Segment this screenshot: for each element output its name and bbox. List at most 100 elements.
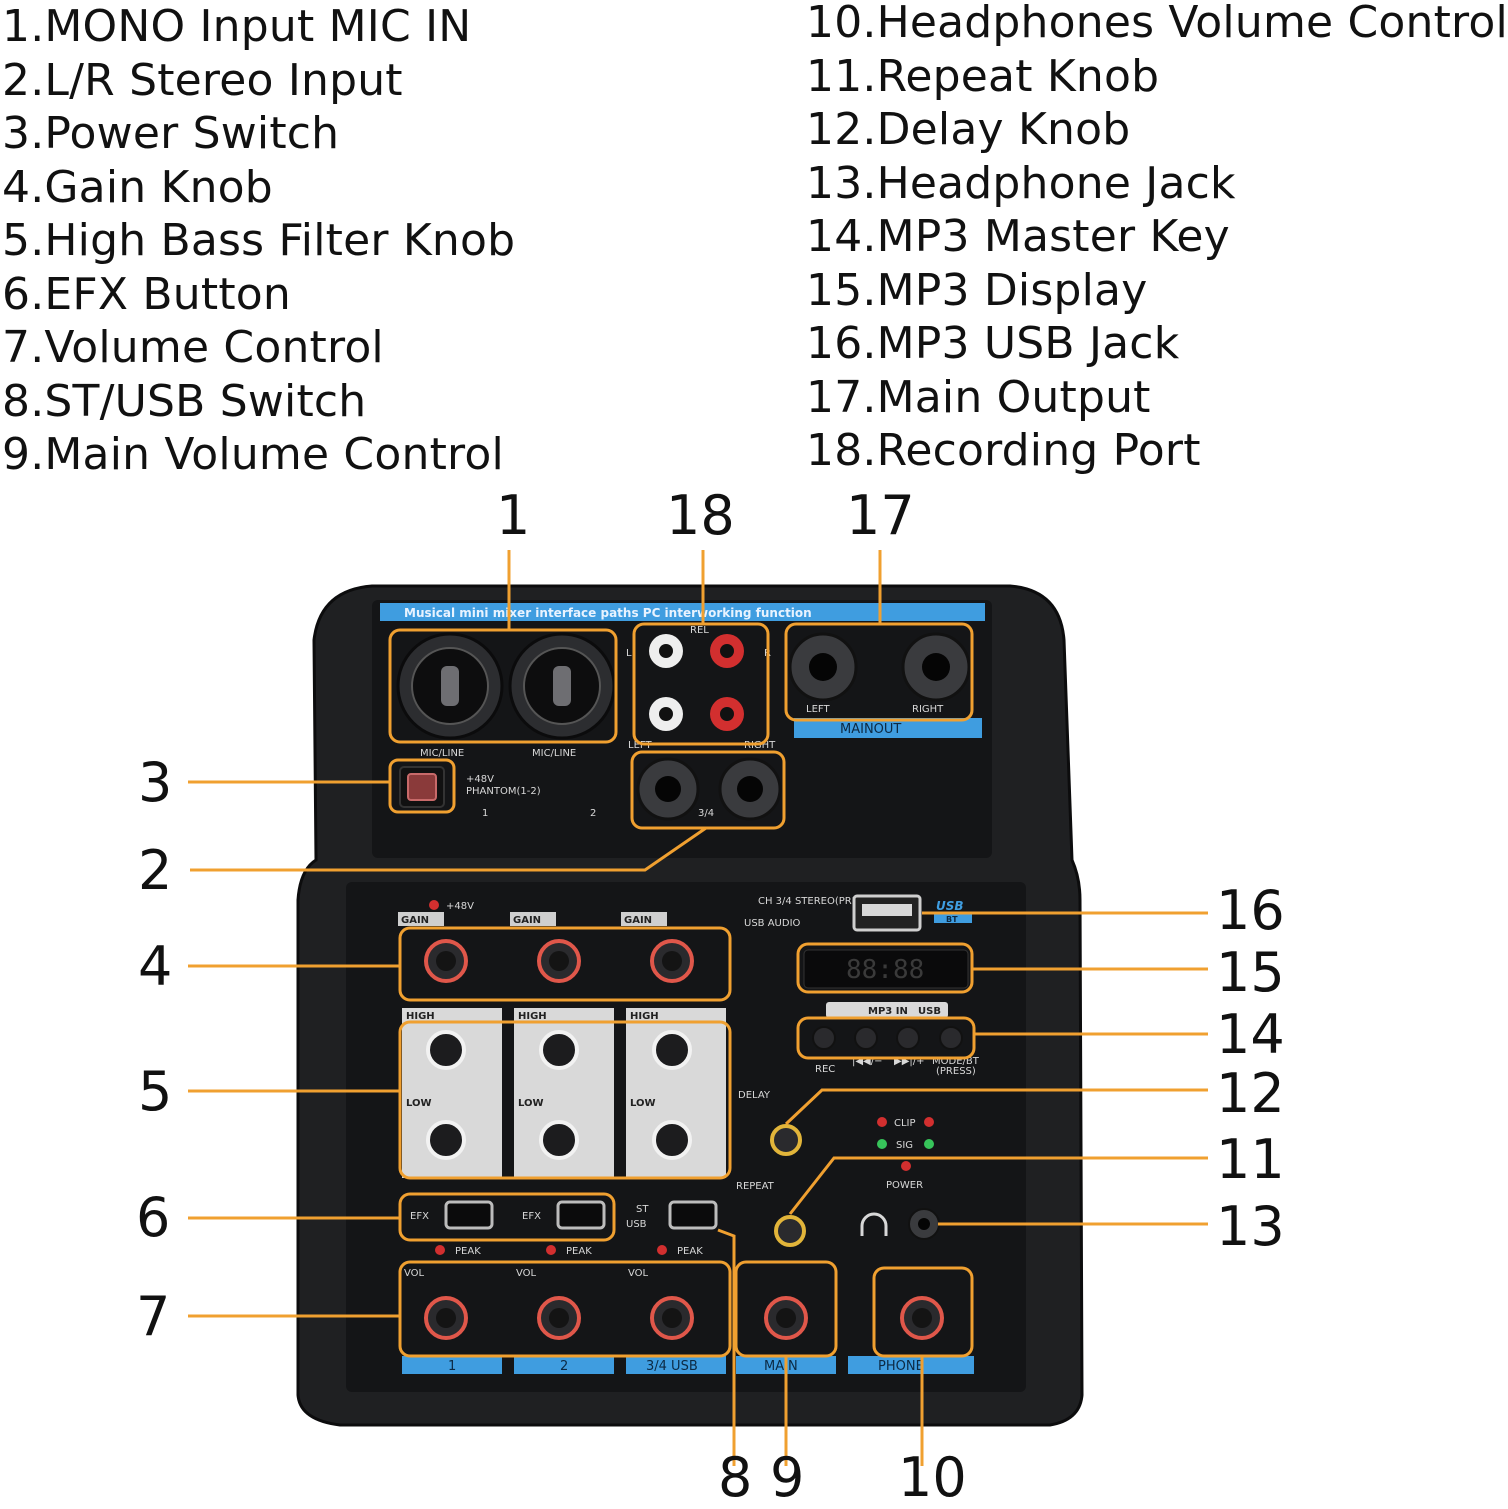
callout-number: 1 bbox=[496, 484, 531, 547]
rca-rel-label: REL bbox=[690, 625, 709, 636]
sig-label: SIG bbox=[896, 1140, 913, 1151]
legend-item: 17.Main Output bbox=[806, 371, 1151, 423]
mp3usb-label: USB bbox=[918, 1006, 941, 1017]
callout-number: 3 bbox=[138, 751, 173, 814]
callout-number: 4 bbox=[138, 935, 173, 998]
phantom-switch: +48V PHANTOM(1-2) 1 2 bbox=[399, 766, 596, 819]
callout-number: 5 bbox=[138, 1060, 173, 1123]
high-label-3: HIGH bbox=[630, 1011, 659, 1022]
strip-label-main: MAIN bbox=[764, 1359, 798, 1374]
right-label: RIGHT bbox=[912, 704, 944, 715]
efx-buttons: EFX EFX ST USB bbox=[410, 1200, 718, 1230]
rca-l-label: L bbox=[626, 648, 632, 659]
mp3-display: 88:88 bbox=[846, 955, 924, 985]
legend-item: 10.Headphones Volume Control bbox=[806, 0, 1508, 48]
strip-label-2: 2 bbox=[560, 1359, 568, 1374]
press-label: (PRESS) bbox=[936, 1066, 976, 1077]
callout-number: 11 bbox=[1216, 1128, 1285, 1191]
callout-lines bbox=[188, 550, 1208, 1466]
usb-label: USB bbox=[626, 1219, 647, 1230]
efx-label-2: EFX bbox=[522, 1211, 541, 1222]
strip-label-1: 1 bbox=[448, 1359, 456, 1374]
rec-label: REC bbox=[815, 1064, 835, 1075]
legend-item: 15.MP3 Display bbox=[806, 264, 1148, 316]
bottom-strips: 1 2 3/4 USB MAIN PHONE bbox=[402, 1356, 974, 1374]
vol-label-2: VOL bbox=[516, 1268, 537, 1279]
callout-number: 6 bbox=[136, 1186, 171, 1249]
legend-item: 14.MP3 Master Key bbox=[806, 211, 1230, 262]
mic-line-label-2: MIC/LINE bbox=[532, 748, 576, 759]
legend-right: 10.Headphones Volume Control 11.Repeat K… bbox=[806, 0, 1508, 478]
low-label-2: LOW bbox=[518, 1098, 544, 1109]
prev-label: |◀◀/− bbox=[852, 1056, 883, 1067]
peak-label-1: PEAK bbox=[455, 1246, 481, 1257]
rca-right-label: RIGHT bbox=[744, 740, 776, 751]
usb-audio-label: USB AUDIO bbox=[744, 918, 801, 929]
strip-label-3: 3/4 USB bbox=[646, 1359, 698, 1374]
callout-number: 15 bbox=[1216, 941, 1285, 1004]
channel-labels: +48V GAIN GAIN GAIN bbox=[398, 900, 667, 926]
callout-number: 2 bbox=[138, 839, 173, 902]
gain-label-2: GAIN bbox=[513, 915, 541, 926]
legend-item: 3.Power Switch bbox=[2, 108, 340, 159]
strip-label-phone: PHONE bbox=[878, 1359, 924, 1374]
gain-label-3: GAIN bbox=[624, 915, 652, 926]
legend-left: 1.MONO Input MIC IN 2.L/R Stereo Input 3… bbox=[2, 0, 515, 482]
callout-number: 10 bbox=[898, 1446, 967, 1509]
legend-item: 5.High Bass Filter Knob bbox=[2, 215, 516, 266]
low-label-3: LOW bbox=[630, 1098, 656, 1109]
callout-number: 7 bbox=[136, 1285, 171, 1348]
legend-item: 18.Recording Port bbox=[806, 425, 1201, 476]
ch2-label: 2 bbox=[590, 808, 596, 819]
volume-knobs: VOL VOL VOL bbox=[404, 1268, 944, 1340]
peak-leds: PEAK PEAK PEAK bbox=[435, 1245, 703, 1257]
stereo-34-label: 3/4 bbox=[698, 808, 714, 819]
legend-item: 9.Main Volume Control bbox=[2, 429, 504, 480]
stereo-input-jacks: 3/4 bbox=[636, 757, 782, 821]
bt-label: BT bbox=[946, 915, 958, 924]
rca-left-label: LEFT bbox=[628, 740, 652, 751]
mixer-diagram: Musical mini mixer interface paths PC in… bbox=[188, 550, 1208, 1466]
gain-label-1: GAIN bbox=[401, 915, 429, 926]
phantom-label: +48V bbox=[466, 774, 494, 785]
gain-knobs bbox=[424, 939, 694, 983]
ch1-label: 1 bbox=[482, 808, 488, 819]
mp3in-label: MP3 IN bbox=[868, 1006, 908, 1017]
peak-label-3: PEAK bbox=[677, 1246, 703, 1257]
left-label: LEFT bbox=[806, 704, 830, 715]
callout-number: 13 bbox=[1216, 1195, 1285, 1258]
usb-bt-label: USB bbox=[936, 899, 964, 913]
effects-knobs: DELAY REPEAT bbox=[736, 1090, 806, 1247]
legend-item: 13.Headphone Jack bbox=[806, 157, 1236, 209]
legend-item: 7.Volume Control bbox=[2, 322, 384, 373]
vol-label-1: VOL bbox=[404, 1268, 425, 1279]
phantom-label-2: PHANTOM(1-2) bbox=[466, 786, 541, 797]
callout-number: 12 bbox=[1216, 1062, 1285, 1125]
vol-label-3: VOL bbox=[628, 1268, 649, 1279]
legend-item: 11.Repeat Knob bbox=[806, 50, 1160, 102]
mainout-label: MAINOUT bbox=[840, 722, 901, 737]
mode-label: MODE/BT bbox=[932, 1056, 980, 1067]
callout-number: 14 bbox=[1216, 1003, 1285, 1066]
callout-number: 16 bbox=[1216, 879, 1285, 942]
delay-label: DELAY bbox=[738, 1090, 771, 1101]
low-label-1: LOW bbox=[406, 1098, 432, 1109]
clip-label: CLIP bbox=[894, 1118, 916, 1129]
legend-item: 2.L/R Stereo Input bbox=[2, 54, 403, 106]
legend-item: 12.Delay Knob bbox=[806, 104, 1131, 155]
callout-number: 18 bbox=[666, 484, 735, 547]
main-output-jacks: LEFT RIGHT MAINOUT bbox=[788, 632, 982, 738]
efx-label-1: EFX bbox=[410, 1211, 429, 1222]
legend-item: 1.MONO Input MIC IN bbox=[2, 1, 472, 52]
legend-item: 16.MP3 USB Jack bbox=[806, 318, 1180, 369]
st-label: ST bbox=[636, 1204, 649, 1215]
mp3-section: CH 3/4 STEREO(PRE) USB AUDIO USB BT 88:8… bbox=[744, 894, 980, 1077]
legend-item: 4.Gain Knob bbox=[2, 161, 273, 213]
power-label: POWER bbox=[886, 1180, 923, 1191]
callout-number: 8 bbox=[718, 1446, 753, 1509]
panel-banner: Musical mini mixer interface paths PC in… bbox=[404, 606, 812, 620]
eq-panels: HIGH HIGH HIGH LOW LOW LOW bbox=[402, 1008, 726, 1178]
high-label-1: HIGH bbox=[406, 1011, 435, 1022]
ch34-stereo-label: CH 3/4 STEREO(PRE) bbox=[758, 896, 862, 907]
callout-number: 17 bbox=[846, 484, 915, 547]
